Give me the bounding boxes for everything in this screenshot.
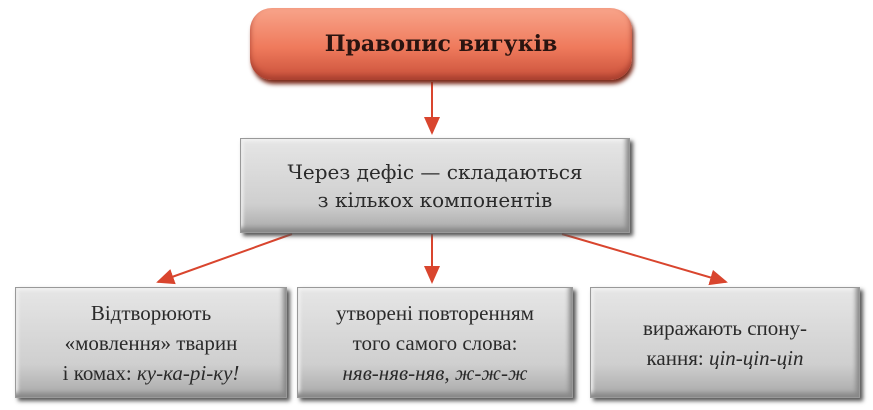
box-animal-sounds: Відтворюють «мовлення» тварин і комах: к… <box>15 287 287 398</box>
middle-line1: Через дефіс — складаються <box>287 159 583 184</box>
box3-line1: виражають спону- <box>642 315 807 340</box>
arrow-middle-to-box3 <box>561 233 728 286</box>
middle-box: Через дефіс — складаються з кількох комп… <box>240 138 630 233</box>
box1-line1: Відтворюють <box>90 300 212 325</box>
title-text: Правопис вигуків <box>324 31 558 57</box>
box1-example: ку-ка-рі-ку! <box>136 360 240 385</box>
box2-line2: того самого слова: <box>352 330 518 355</box>
box-urging: виражають спону- кання: ціп-ціп-ціп <box>590 287 860 398</box>
box3-example: ціп-ціп-ціп <box>708 345 804 370</box>
box2-example: няв-няв-няв, ж-ж-ж <box>342 360 528 385</box>
box1-line3-text: і комах: <box>62 360 137 385</box>
title-box: Правопис вигуків <box>250 8 632 80</box>
arrow-middle-to-box1 <box>156 233 293 285</box>
box1-line2: «мовлення» тварин <box>64 330 238 355</box>
box3-line2: кання: ціп-ціп-ціп <box>643 343 807 373</box>
box2-line1: утворені повторенням <box>336 300 534 325</box>
box-repetition: утворені повторенням того самого слова: … <box>297 287 573 398</box>
middle-line2: з кількох компонентів <box>317 187 553 212</box>
box3-line2-text: кання: <box>646 345 709 370</box>
box1-line3: і комах: ку-ка-рі-ку! <box>63 358 240 388</box>
